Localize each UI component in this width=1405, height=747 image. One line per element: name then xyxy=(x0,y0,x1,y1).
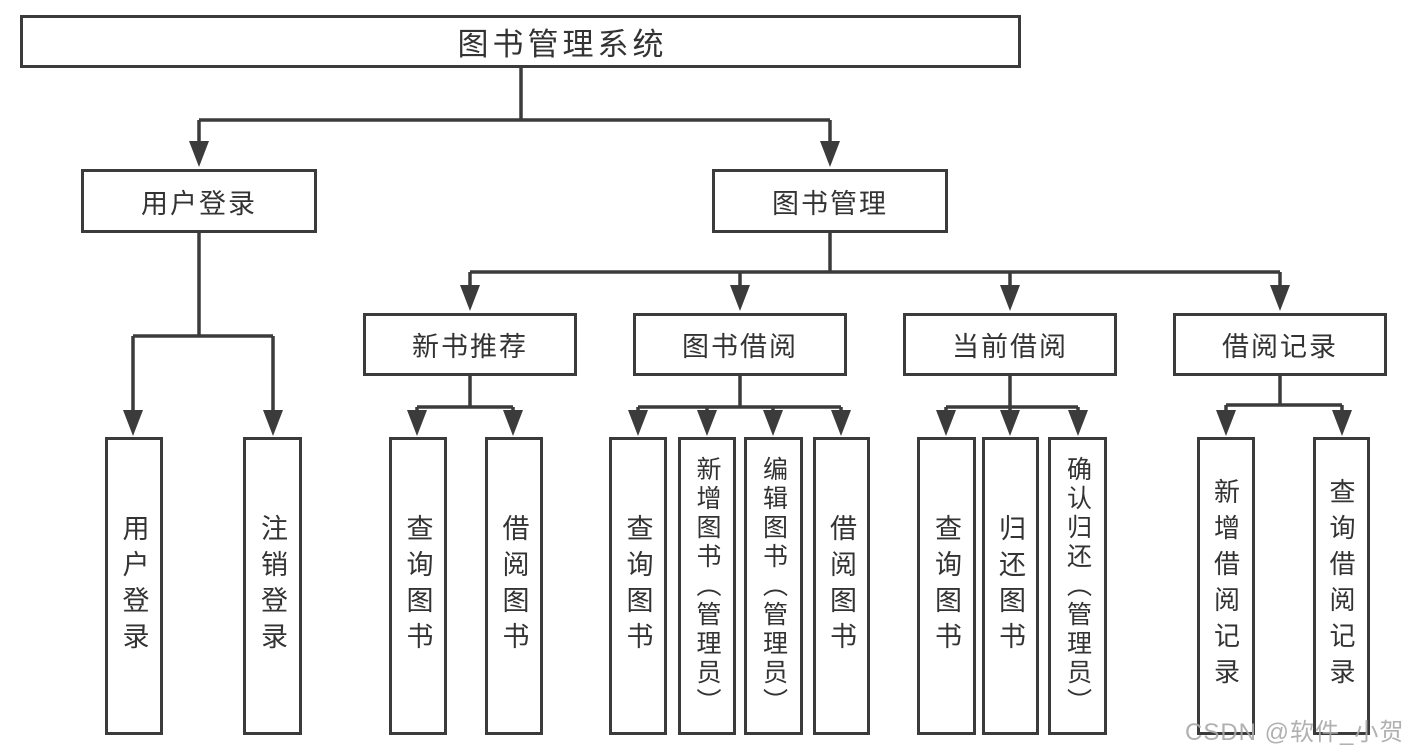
leaf-label: 借阅图书 xyxy=(498,514,529,658)
node-user-login: 用户登录 xyxy=(81,169,317,233)
node-borrow-records: 借阅记录 xyxy=(1173,313,1387,376)
leaf-borrow-books-recommend: 借阅图书 xyxy=(485,437,543,735)
connector-userlogin-to-leaves xyxy=(131,232,275,412)
leaf-query-borrow-record: 查询借阅记录 xyxy=(1313,437,1370,735)
leaf-label: 查询借阅记录 xyxy=(1326,478,1356,694)
leaf-label: 新增图书（管理员） xyxy=(693,455,721,717)
arrow-down-icon xyxy=(123,410,143,436)
leaf-label: 编辑图书（管理员） xyxy=(759,455,788,717)
arrow-down-icon xyxy=(189,141,209,167)
connector-bookmgmt-to-level3 xyxy=(468,232,1282,286)
arrow-down-icon xyxy=(831,410,851,436)
leaf-add-borrow-record: 新增借阅记录 xyxy=(1197,437,1255,735)
connector-records-to-leaves xyxy=(1224,375,1344,412)
arrow-down-icon xyxy=(1068,410,1088,436)
connector-borrow-to-leaves xyxy=(636,375,843,412)
arrow-down-icon xyxy=(730,285,750,311)
arrowheads xyxy=(123,141,1352,436)
arrow-down-icon xyxy=(628,410,648,436)
leaf-label: 注销登录 xyxy=(257,514,287,658)
connector-root-to-level2 xyxy=(197,67,832,142)
arrow-down-icon xyxy=(936,410,956,436)
arrow-down-icon xyxy=(460,285,480,311)
leaf-label: 用户登录 xyxy=(118,514,149,658)
leaf-borrow-books: 借阅图书 xyxy=(813,437,870,735)
leaf-query-books-recommend: 查询图书 xyxy=(389,437,447,735)
arrow-down-icon xyxy=(763,410,783,436)
node-current-borrow: 当前借阅 xyxy=(903,313,1117,376)
connector-newbooks-to-leaves xyxy=(415,375,515,412)
leaf-label: 归还图书 xyxy=(995,514,1025,658)
arrow-down-icon xyxy=(1332,410,1352,436)
arrow-down-icon xyxy=(1270,285,1290,311)
arrow-down-icon xyxy=(263,410,283,436)
csdn-watermark: CSDN @软件_小贺同学 xyxy=(1185,719,1405,746)
node-system-root: 图书管理系统 xyxy=(20,15,1021,68)
leaf-label: 借阅图书 xyxy=(826,514,856,658)
arrow-down-icon xyxy=(1000,410,1020,436)
leaf-label: 查询图书 xyxy=(931,514,961,658)
leaf-add-books-admin: 新增图书（管理员） xyxy=(678,437,736,735)
arrow-down-icon xyxy=(1216,410,1236,436)
node-book-borrow: 图书借阅 xyxy=(633,313,847,376)
leaf-confirm-return-admin: 确认归还（管理员） xyxy=(1048,437,1107,735)
node-book-management: 图书管理 xyxy=(712,169,948,233)
arrow-down-icon xyxy=(503,410,523,436)
leaf-return-books: 归还图书 xyxy=(982,437,1039,735)
leaf-label: 确认归还（管理员） xyxy=(1063,455,1092,717)
arrow-down-icon xyxy=(1000,285,1020,311)
leaf-user-login: 用户登录 xyxy=(105,437,163,735)
connector-current-to-leaves xyxy=(944,375,1080,412)
node-new-book-recommend: 新书推荐 xyxy=(363,313,577,376)
leaf-logout: 注销登录 xyxy=(243,437,302,735)
leaf-label: 新增借阅记录 xyxy=(1210,478,1241,694)
leaf-label: 查询图书 xyxy=(622,514,653,658)
arrow-down-icon xyxy=(697,410,717,436)
leaf-edit-books-admin: 编辑图书（管理员） xyxy=(744,437,803,735)
leaf-label: 查询图书 xyxy=(402,514,433,658)
arrow-down-icon xyxy=(407,410,427,436)
arrow-down-icon xyxy=(820,141,840,167)
leaf-query-books-borrow: 查询图书 xyxy=(609,437,667,735)
leaf-query-books-current: 查询图书 xyxy=(917,437,976,735)
